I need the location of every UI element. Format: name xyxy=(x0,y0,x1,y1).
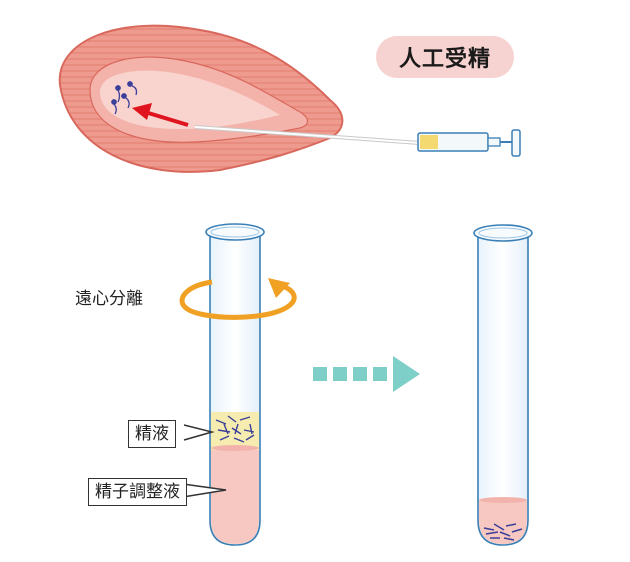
sperm-icon xyxy=(111,81,138,115)
sperm-icon xyxy=(483,523,523,541)
label-semen: 精液 xyxy=(128,420,176,448)
sperm-icon xyxy=(215,415,255,443)
flow-arrow-icon xyxy=(313,356,420,392)
label-medium: 精子調整液 xyxy=(88,478,187,506)
insertion-arrow-icon xyxy=(132,103,189,127)
title-badge: 人工受精 xyxy=(376,36,514,78)
rotation-arrow-icon xyxy=(179,278,297,320)
label-centrifuge: 遠心分離 xyxy=(75,289,143,309)
label-leaders xyxy=(182,424,227,498)
test-tube-icon xyxy=(205,223,265,546)
uterus-icon xyxy=(58,24,344,173)
syringe-icon xyxy=(194,125,521,157)
test-tube-icon xyxy=(473,224,533,546)
